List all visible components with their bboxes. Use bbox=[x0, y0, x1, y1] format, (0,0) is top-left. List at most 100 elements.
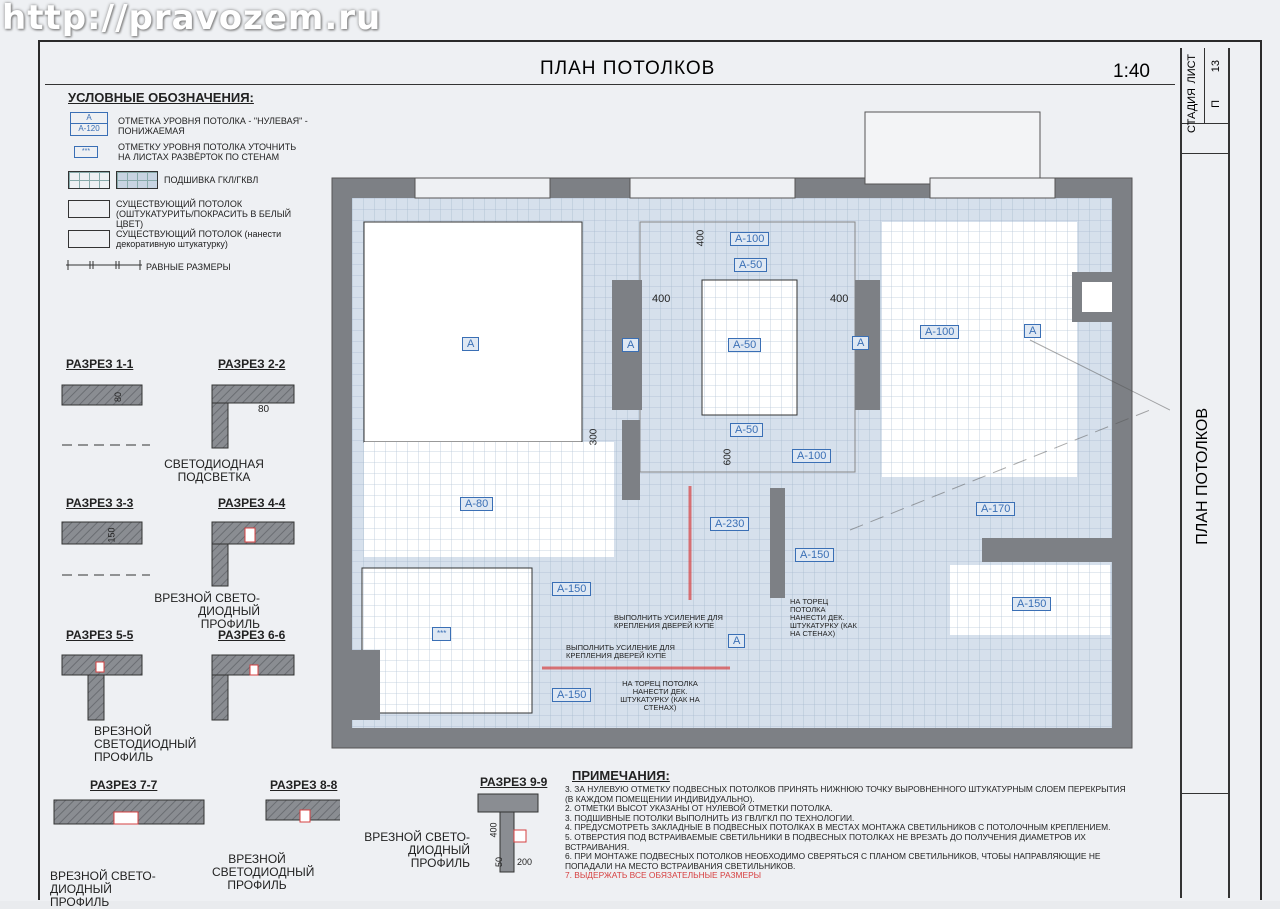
stage-label: СТАДИЯ bbox=[1186, 88, 1198, 133]
window-2 bbox=[629, 177, 796, 199]
section-8-title: РАЗРЕЗ 8-8 bbox=[270, 778, 338, 792]
stamp-line-bottom bbox=[1182, 793, 1228, 794]
clarify-tag: *** bbox=[74, 146, 98, 158]
tag-a150-kitchen: А-150 bbox=[795, 548, 835, 562]
section-2-dim: 80 bbox=[258, 404, 270, 415]
tag-a-living: А bbox=[462, 337, 480, 351]
room-bedroom bbox=[882, 222, 1077, 477]
tag-a-vert: А bbox=[852, 336, 870, 350]
stamp-line bbox=[1182, 153, 1228, 154]
section-5-title: РАЗРЕЗ 5-5 bbox=[66, 628, 134, 642]
tag-a170: А-170 bbox=[976, 502, 1016, 516]
tag-a-bed: А bbox=[1024, 324, 1042, 338]
section-9-caption: ВРЕЗНОЙ СВЕТО- ДИОДНЫЙ ПРОФИЛЬ bbox=[364, 830, 470, 870]
tag-a-hall: А bbox=[622, 338, 640, 352]
section-2-title: РАЗРЕЗ 2-2 bbox=[218, 357, 286, 371]
notes-list: 3. ЗА НУЛЕВУЮ ОТМЕТКУ ПОДВЕСНЫХ ПОТОЛКОВ… bbox=[565, 784, 1135, 881]
note-item: 2. ОТМЕТКИ ВЫСОТ УКАЗАНЫ ОТ НУЛЕВОЙ ОТМЕ… bbox=[565, 803, 833, 814]
section-9-dim-50: 50 bbox=[494, 856, 505, 868]
tag-a50-low: А-50 bbox=[730, 423, 764, 437]
gkl-swatch-white bbox=[68, 171, 110, 189]
section-9-dim-200: 200 bbox=[517, 857, 533, 867]
section-9-title: РАЗРЕЗ 9-9 bbox=[480, 775, 548, 789]
stage-value: П bbox=[1210, 100, 1222, 108]
wall-6 bbox=[352, 650, 380, 720]
side-title: ПЛАН ПОТОЛКОВ bbox=[1194, 408, 1211, 545]
section-2-slab bbox=[211, 384, 295, 404]
remark-reinforce-1: ВЫПОЛНИТЬ УСИЛЕНИЕ ДЛЯ КРЕПЛЕНИЯ ДВЕРЕЙ … bbox=[614, 613, 723, 630]
title-underline bbox=[45, 84, 1175, 85]
wall-3 bbox=[622, 420, 640, 500]
dim-400-top: 400 bbox=[695, 229, 707, 247]
gkl-desc: ПОДШИВКА ГКЛ/ГКВЛ bbox=[164, 175, 259, 185]
section-9-drawing bbox=[477, 793, 539, 873]
sheet-label: ЛИСТ bbox=[1186, 54, 1198, 84]
tag-a150-corridor: А-150 bbox=[552, 582, 592, 596]
section-6-title: РАЗРЕЗ 6-6 bbox=[218, 628, 286, 642]
room-living bbox=[363, 221, 583, 443]
balcony bbox=[864, 111, 1041, 185]
note-item: 4. ПРЕДУСМОТРЕТЬ ЗАКЛАДНЫЕ В ПОДВЕСНЫХ П… bbox=[565, 822, 1111, 833]
tag-a100-bed: А-100 bbox=[920, 325, 960, 339]
dim-600: 600 bbox=[722, 448, 734, 466]
remark-plaster-2: НА ТОРЕЦ ПОТОЛКА НАНЕСТИ ДЕК. ШТУКАТУРКУ… bbox=[620, 679, 700, 712]
note-item: 5. ОТВЕРСТИЯ ПОД ВСТРАИВАЕМЫЕ СВЕТИЛЬНИК… bbox=[565, 831, 1086, 852]
section-8-caption: ВРЕЗНОЙ СВЕТОДИОДНЫЙ ПРОФИЛЬ bbox=[212, 852, 315, 892]
page-title: ПЛАН ПОТОЛКОВ bbox=[540, 58, 716, 79]
level-tag-icon: А А-120 bbox=[70, 112, 108, 136]
section-1-title: РАЗРЕЗ 1-1 bbox=[66, 357, 134, 371]
tag-a150-bottom: А-150 bbox=[552, 688, 592, 702]
tag-a80: А-80 bbox=[460, 497, 494, 511]
section-7-caption: ВРЕЗНОЙ СВЕТО- ДИОДНЫЙ ПРОФИЛЬ bbox=[50, 869, 156, 909]
existing-white-desc: СУЩЕСТВУЮЩИЙ ПОТОЛОК (ОШТУКАТУРИТЬ/ПОКРА… bbox=[116, 199, 292, 229]
tag-a50-mid: А-50 bbox=[728, 338, 762, 352]
tag-a100-center: А-100 bbox=[792, 449, 832, 463]
existing-deco-desc: СУЩЕСТВУЮЩИЙ ПОТОЛОК (нанести декоративн… bbox=[116, 229, 282, 249]
section-3-title: РАЗРЕЗ 3-3 bbox=[66, 496, 134, 510]
note-item: 3. ПОДШИВНЫЕ ПОТОЛКИ ВЫПОЛНИТЬ ИЗ ГВЛ/ГК… bbox=[565, 812, 855, 823]
section-3-dim: 150 bbox=[106, 527, 117, 543]
wall-5 bbox=[982, 538, 1122, 562]
legend-heading: УСЛОВНЫЕ ОБОЗНАЧЕНИЯ: bbox=[68, 90, 254, 105]
watermark: http://pravozem.ru bbox=[2, 0, 382, 38]
remark-plaster-1: НА ТОРЕЦ ПОТОЛКА НАНЕСТИ ДЕК. ШТУКАТУРКУ… bbox=[790, 597, 857, 638]
section-5-caption: ВРЕЗНОЙ СВЕТОДИОДНЫЙ ПРОФИЛЬ bbox=[94, 724, 197, 764]
note-item: 6. ПРИ МОНТАЖЕ ПОДВЕСНЫХ ПОТОЛКОВ НЕОБХО… bbox=[565, 851, 1101, 871]
wall-7 bbox=[770, 488, 785, 598]
note-item-required: 7. ВЫДЕРЖАТЬ ВСЕ ОБЯЗАТЕЛЬНЫЕ РАЗМЕРЫ bbox=[565, 870, 762, 881]
section-1-slab bbox=[61, 384, 143, 406]
title-block-column: СТАДИЯ ЛИСТ П 13 ПЛАН ПОТОЛКОВ bbox=[1180, 48, 1230, 898]
level-tag-a: А bbox=[71, 113, 107, 124]
section-4-title: РАЗРЕЗ 4-4 bbox=[218, 496, 286, 510]
drawing-frame bbox=[38, 40, 1262, 900]
section-7-title: РАЗРЕЗ 7-7 bbox=[90, 778, 158, 792]
tag-a50-top: А-50 bbox=[734, 258, 768, 272]
drawing-scale: 1:40 bbox=[1113, 61, 1150, 82]
notes-heading: ПРИМЕЧАНИЯ: bbox=[572, 768, 670, 783]
stamp-cell bbox=[1182, 48, 1228, 124]
tag-a-corridor: А bbox=[728, 634, 746, 648]
ceiling-plan bbox=[331, 111, 1170, 749]
dim-400-right: 400 bbox=[830, 293, 849, 305]
stamp-divider bbox=[1204, 48, 1205, 123]
level-desc: ОТМЕТКА УРОВНЯ ПОТОЛКА - "НУЛЕВАЯ" - ПОН… bbox=[118, 116, 308, 136]
remark-reinforce-2: ВЫПОЛНИТЬ УСИЛЕНИЕ ДЛЯ КРЕПЛЕНИЯ ДВЕРЕЙ … bbox=[566, 643, 675, 660]
note-item: 3. ЗА НУЛЕВУЮ ОТМЕТКУ ПОДВЕСНЫХ ПОТОЛКОВ… bbox=[565, 784, 1126, 804]
window-3 bbox=[929, 177, 1056, 199]
dim-300: 300 bbox=[588, 428, 600, 446]
sheet-value: 13 bbox=[1210, 60, 1222, 73]
tag-clarify: *** bbox=[432, 627, 452, 641]
clarify-desc: ОТМЕТКУ УРОВНЯ ПОТОЛКА УТОЧНИТЬ НА ЛИСТА… bbox=[118, 142, 297, 162]
level-tag-a120: А-120 bbox=[78, 124, 100, 133]
room-center bbox=[640, 482, 780, 602]
section-2-caption: СВЕТОДИОДНАЯ ПОДСВЕТКА bbox=[164, 457, 264, 484]
window-1 bbox=[414, 177, 551, 199]
section-4-caption: ВРЕЗНОЙ СВЕТО- ДИОДНЫЙ ПРОФИЛЬ bbox=[154, 591, 260, 631]
existing-deco-swatch bbox=[68, 230, 110, 248]
tag-a100-top: А-100 bbox=[730, 232, 770, 246]
tag-a150-right: А-150 bbox=[1012, 597, 1052, 611]
section-1-dim: 80 bbox=[113, 391, 124, 403]
wall-4-hole bbox=[1082, 282, 1112, 312]
tag-a230: А-230 bbox=[710, 517, 750, 531]
